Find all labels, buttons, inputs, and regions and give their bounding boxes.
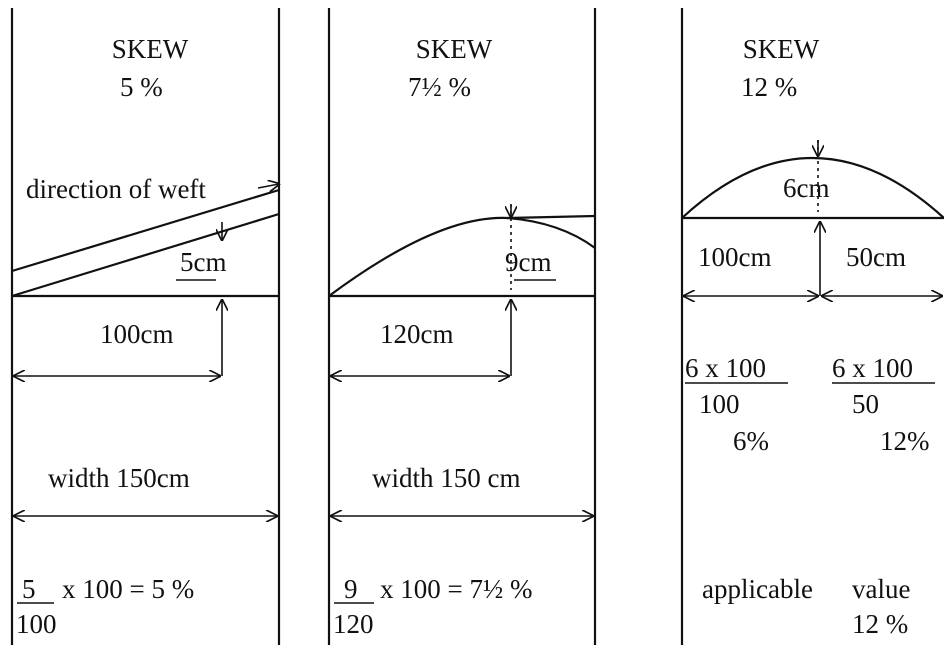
panel-1-weft-label: direction of weft	[26, 174, 206, 204]
panel-1-width-label: width 150cm	[48, 463, 190, 493]
panel-3-frac2-denominator: 50	[852, 389, 879, 419]
panel-1-calc-text: x 100 = 5 %	[62, 574, 194, 604]
panel-1-percent: 5 %	[120, 72, 163, 102]
panel-3-frac1-numerator: 6 x 100	[685, 353, 766, 383]
panel-3-left-label: 100cm	[698, 242, 772, 272]
panel-1-calc-numerator: 5	[22, 574, 36, 604]
panel-3-frac1-denominator: 100	[699, 389, 740, 419]
panel-3-value-label: value	[852, 574, 910, 604]
panel-3-value-percent: 12 %	[852, 609, 908, 639]
panel-3-frac1-result: 6%	[733, 426, 769, 456]
panel-3-applicable-label: applicable	[702, 574, 813, 604]
panel-1-weft-arrow	[257, 184, 279, 188]
panel-2-bow-label: 9cm	[505, 247, 552, 277]
panel-2-weft-straight	[506, 214, 596, 220]
panel-2-calc-numerator: 9	[344, 574, 358, 604]
panel-3-frac2-result: 12%	[880, 426, 930, 456]
panel-2-percent: 7½ %	[408, 72, 471, 102]
panel-2-distance-label: 120cm	[380, 319, 454, 349]
panel-3-right-label: 50cm	[846, 242, 906, 272]
panel-1-calc-denominator: 100	[16, 609, 57, 639]
panel-2-bow-curve	[328, 216, 596, 297]
panel-2-width-label: width 150 cm	[372, 463, 521, 493]
panel-2-calc-denominator: 120	[333, 609, 374, 639]
panel-3-bow-arc	[681, 157, 944, 219]
panel-3-bow-label: 6cm	[783, 173, 830, 203]
panel-3-frac2-numerator: 6 x 100	[832, 353, 913, 383]
panel-3-title: SKEW	[743, 34, 820, 64]
panel-2-title: SKEW	[416, 34, 493, 64]
panel-1-title: SKEW	[112, 34, 189, 64]
panel-3: SKEW 12 % 6cm 100cm 50cm 6 x 100 100 6% …	[680, 8, 944, 645]
panel-3-percent: 12 %	[741, 72, 797, 102]
panel-2: SKEW 7½ % 9cm 120cm width 150 cm 9 x 100…	[327, 8, 597, 645]
panel-1-distance-label: 100cm	[100, 319, 174, 349]
panel-1-weft-line-upper	[11, 188, 280, 273]
panel-1: SKEW 5 % direction of weft 5cm 100cm wid…	[10, 8, 280, 645]
panel-2-calc-text: x 100 = 7½ %	[380, 574, 532, 604]
panel-1-bow-label: 5cm	[180, 247, 227, 277]
panel-1-weft-line-lower	[11, 212, 280, 298]
